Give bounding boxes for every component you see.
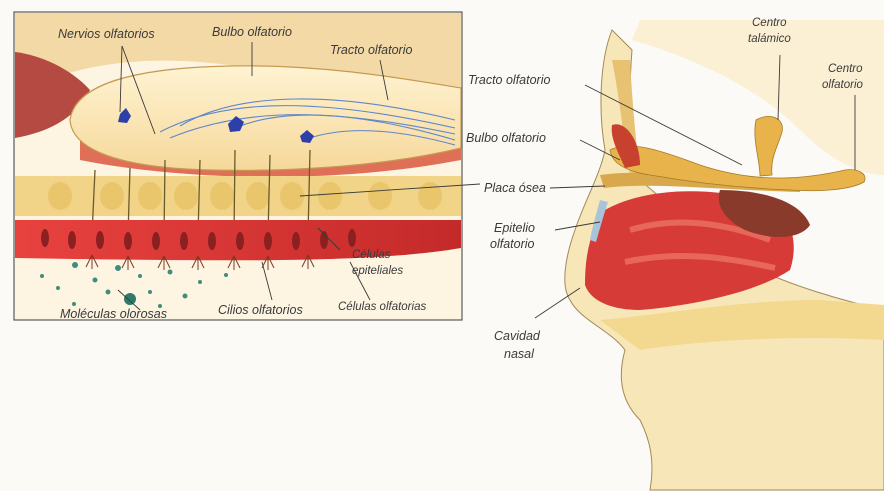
bony-plate [15,176,461,216]
label-cavidad-nasal-2: nasal [504,347,535,361]
thalamic-center-shape [755,116,783,176]
label-bulbo-olfatorio-inset: Bulbo olfatorio [212,25,292,39]
label-placa-osea: Placa ósea [484,181,546,195]
label-cilios-olfatorios: Cilios olfatorios [218,303,303,317]
label-nervios-olfatorios: Nervios olfatorios [58,27,155,41]
label-moleculas-olorosas: Moléculas olorosas [60,307,167,321]
label-celulas-olfatorias: Células olfatorias [338,301,426,313]
label-cavidad-nasal-1: Cavidad [494,329,541,343]
inset-panel [14,12,480,320]
label-tracto-olfatorio-inset: Tracto olfatorio [330,43,412,57]
label-centro-talamico-1: Centro [752,17,787,29]
label-epitelio-olfatorio-1: Epitelio [494,221,535,235]
label-epitelio-olfatorio-2: olfatorio [490,237,535,251]
label-centro-olfatorio-2: olfatorio [822,79,864,91]
label-bulbo-olfatorio: Bulbo olfatorio [466,131,546,145]
label-celulas-epiteliales-2: epiteliales [352,265,403,277]
label-tracto-olfatorio: Tracto olfatorio [468,73,550,87]
label-centro-talamico-2: talámico [748,33,791,45]
label-centro-olfatorio-1: Centro [828,63,863,75]
label-celulas-epiteliales-1: Células [352,249,391,261]
